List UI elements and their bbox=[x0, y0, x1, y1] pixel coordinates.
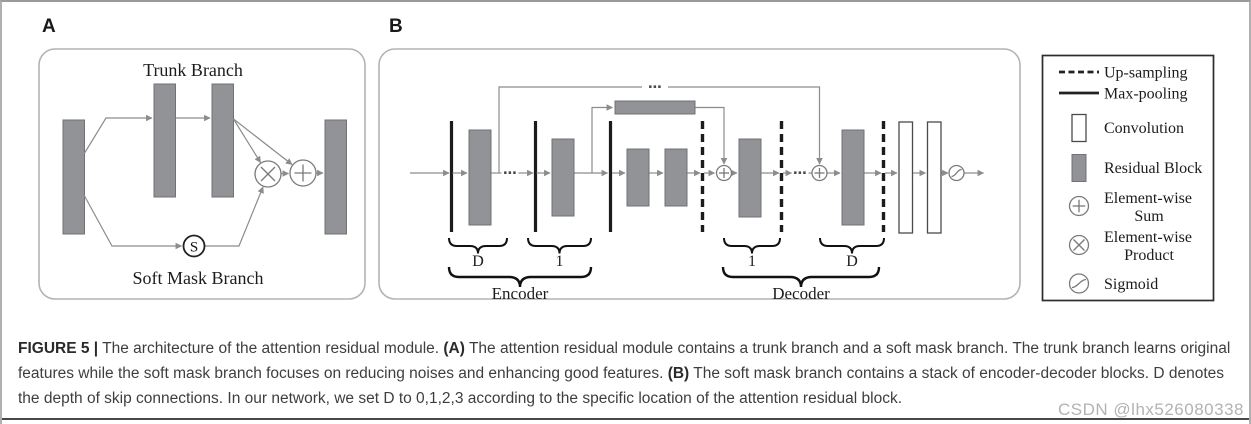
soft-mask-branch-label: Soft Mask Branch bbox=[133, 268, 264, 288]
residual-block bbox=[468, 129, 492, 226]
ellipsis: ⋯ bbox=[648, 80, 662, 96]
caption-intro: The architecture of the attention residu… bbox=[102, 340, 440, 357]
residual-block bbox=[738, 138, 762, 218]
caption-a-marker: (A) bbox=[443, 340, 465, 357]
element-wise-product-swatch-icon bbox=[1068, 234, 1090, 256]
skip-connection-line bbox=[668, 86, 823, 165]
underbrace bbox=[723, 237, 781, 254]
element-wise-sum-icon bbox=[715, 164, 733, 182]
caption-a-text: The attention residual module contains a… bbox=[18, 340, 1231, 382]
skip-connection-line bbox=[695, 106, 728, 165]
element-wise-product-icon bbox=[254, 160, 282, 188]
legend-residual-block-label: Residual Block bbox=[1104, 160, 1202, 177]
panel-b: B bbox=[378, 16, 1021, 303]
skip-connection-line bbox=[498, 86, 642, 173]
flow-line bbox=[205, 186, 264, 247]
skip-connection-line bbox=[591, 104, 614, 173]
ellipsis: ⋯ bbox=[793, 166, 807, 182]
skip-residual-block bbox=[614, 100, 696, 115]
panel-b-label: B bbox=[389, 16, 403, 37]
legend: Up-sampling Max-pooling Convolution Resi… bbox=[1041, 54, 1215, 302]
panel-a-label: A bbox=[42, 16, 56, 37]
sigmoid-icon bbox=[948, 164, 965, 182]
convolution-block bbox=[898, 121, 914, 234]
residual-block bbox=[664, 148, 688, 207]
decoder-underbrace bbox=[721, 266, 881, 288]
legend-box bbox=[1041, 54, 1215, 302]
residual-block bbox=[551, 138, 575, 217]
underbrace bbox=[448, 237, 508, 254]
sigmoid-swatch-icon bbox=[1068, 273, 1090, 294]
legend-elementwise-sum-line1: Element-wise bbox=[1104, 190, 1192, 207]
flow-line bbox=[83, 114, 153, 155]
figure-caption: FIGURE 5 | The architecture of the atten… bbox=[18, 336, 1246, 411]
convolution-block bbox=[926, 121, 942, 234]
caption-figure-label: FIGURE 5 bbox=[18, 340, 90, 357]
legend-elementwise-sum-line2: Sum bbox=[1134, 208, 1164, 225]
decoder-label: Decoder bbox=[772, 284, 830, 303]
csdn-watermark: CSDN @lhx526080338 bbox=[1058, 400, 1244, 419]
encoder-depth-d-label: D bbox=[472, 253, 484, 270]
residual-block bbox=[211, 83, 234, 198]
encoder-label: Encoder bbox=[492, 284, 549, 303]
sigmoid-s-icon: S bbox=[182, 234, 206, 258]
legend-convolution-label: Convolution bbox=[1104, 120, 1184, 137]
caption-separator: | bbox=[93, 340, 99, 357]
element-wise-sum-icon bbox=[811, 164, 828, 182]
panel-a-frame bbox=[38, 48, 366, 300]
decoder-depth-d-label: D bbox=[846, 253, 858, 270]
legend-elementwise-product-line1: Element-wise bbox=[1104, 229, 1192, 246]
caption-b-text: The soft mask branch contains a stack of… bbox=[18, 365, 1224, 407]
encoder-depth-1-label: 1 bbox=[556, 253, 564, 270]
sigmoid-s-symbol: S bbox=[190, 240, 198, 256]
legend-sigmoid-label: Sigmoid bbox=[1104, 276, 1158, 293]
legend-elementwise-product-line2: Product bbox=[1124, 247, 1174, 264]
decoder-depth-1-label: 1 bbox=[748, 253, 756, 270]
underbrace bbox=[819, 237, 885, 254]
convolution-swatch-icon bbox=[1071, 113, 1087, 143]
element-wise-sum-icon bbox=[289, 159, 317, 187]
flow-line bbox=[232, 118, 262, 164]
residual-block bbox=[841, 129, 865, 226]
residual-block bbox=[62, 119, 85, 235]
encoder-underbrace bbox=[447, 266, 593, 288]
residual-block bbox=[626, 148, 650, 207]
bottom-divider bbox=[2, 418, 1249, 421]
legend-max-pooling-label: Max-pooling bbox=[1104, 86, 1188, 103]
ellipsis: ⋯ bbox=[503, 166, 517, 182]
flow-line bbox=[233, 118, 293, 165]
residual-block bbox=[324, 119, 347, 235]
architecture-diagram: A Trunk Branch Soft Mask Branch bbox=[38, 16, 1215, 303]
element-wise-sum-swatch-icon bbox=[1068, 195, 1090, 217]
trunk-branch-label: Trunk Branch bbox=[143, 60, 243, 80]
residual-block bbox=[153, 83, 176, 198]
underbrace bbox=[527, 237, 592, 254]
caption-b-marker: (B) bbox=[667, 365, 690, 382]
residual-block-swatch-icon bbox=[1071, 154, 1087, 182]
panel-a: A Trunk Branch Soft Mask Branch bbox=[38, 16, 366, 300]
flow-line bbox=[83, 194, 183, 250]
legend-up-sampling-label: Up-sampling bbox=[1104, 65, 1188, 82]
